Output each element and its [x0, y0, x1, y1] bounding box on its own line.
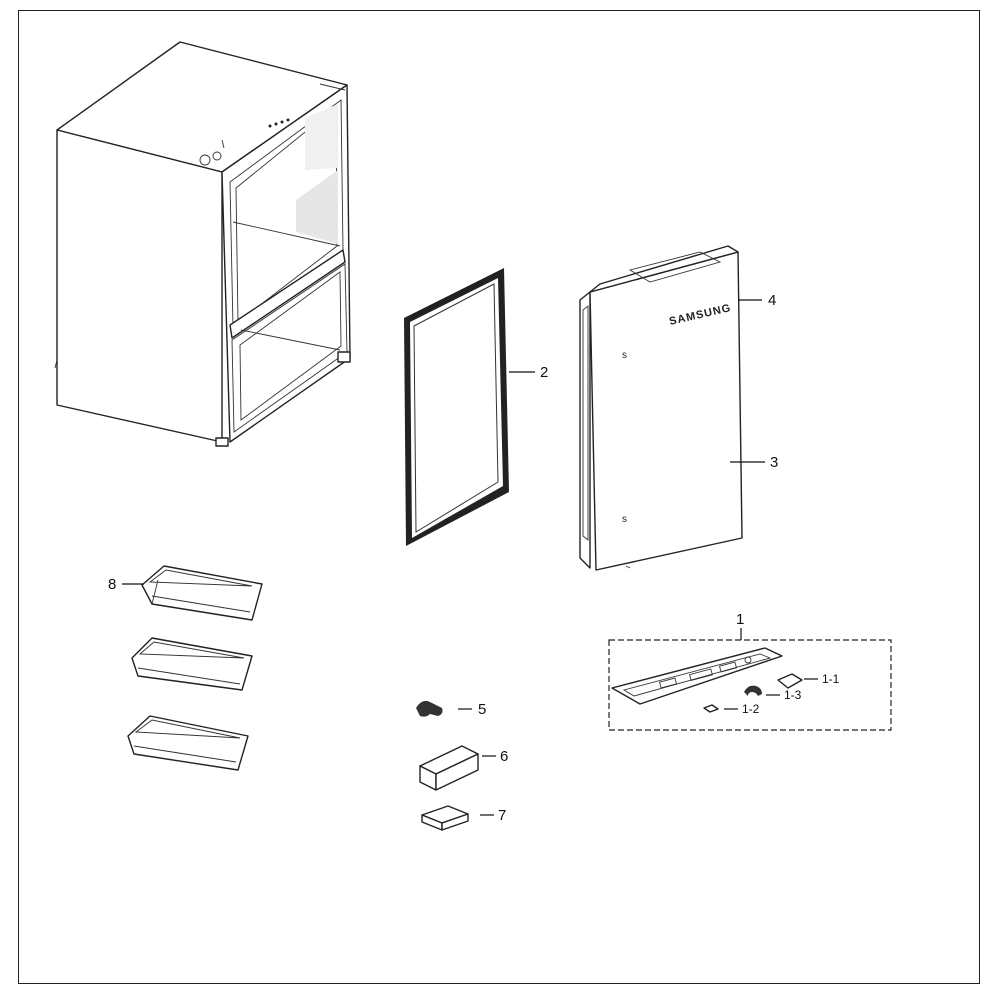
callout-2: 2 [509, 364, 548, 381]
part-6-block: 6 [419, 745, 508, 791]
callout-label-1-3: 1-3 [784, 688, 802, 702]
callout-4: 4 [738, 292, 776, 309]
part-1-2: 1-2 [703, 702, 760, 716]
callout-label-4: 4 [768, 292, 776, 309]
assembly-1-box: 1 [608, 611, 892, 731]
callout-label-1-2: 1-2 [742, 702, 760, 716]
callout-label-1: 1 [736, 611, 744, 628]
part-5-clip: 5 [416, 700, 486, 718]
callout-label-1-1: 1-1 [822, 672, 840, 686]
callout-label-7: 7 [498, 807, 506, 824]
callout-label-3: 3 [770, 454, 778, 471]
diagram-frame [18, 10, 980, 984]
svg-text:s: s [622, 350, 627, 361]
callout-label-8: 8 [108, 576, 116, 593]
part-1-3: 1-3 [744, 685, 802, 702]
door-bin-2 [131, 637, 253, 691]
door-bin-1 [141, 565, 263, 621]
callout-3: 3 [730, 454, 778, 471]
svg-text:s: s [622, 514, 627, 525]
callout-label-5: 5 [478, 701, 486, 718]
refrigerator-cabinet [54, 41, 351, 447]
part-1-1: 1-1 [777, 672, 840, 689]
top-cover-panel [611, 647, 783, 705]
callout-8: 8 [108, 576, 144, 593]
door-gasket [404, 268, 509, 546]
callout-label-2: 2 [540, 364, 548, 381]
callout-label-6: 6 [500, 748, 508, 765]
part-7-pad: 7 [421, 805, 506, 831]
door-bin-3 [127, 715, 249, 771]
fridge-door: SAMSUNG s s [579, 245, 743, 571]
